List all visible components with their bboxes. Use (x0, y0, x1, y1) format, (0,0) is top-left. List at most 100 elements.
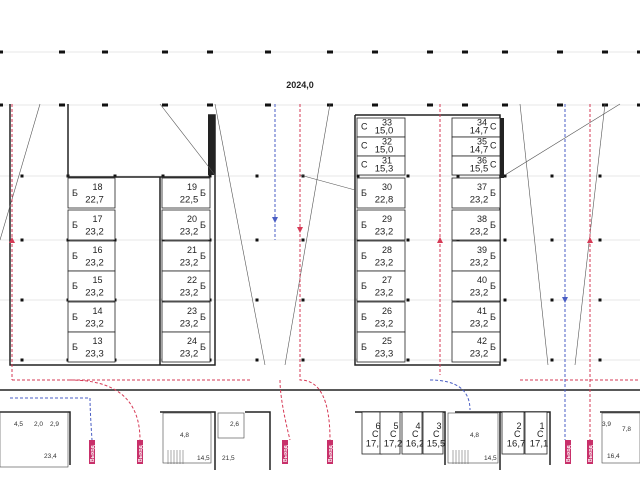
storage-area: 17,2 (384, 438, 403, 449)
storage-type: Б (361, 188, 367, 198)
storage-type: Б (72, 312, 78, 322)
storage-type: Б (72, 188, 78, 198)
traffic-routes (9, 104, 640, 441)
storage-cell-border (356, 270, 406, 302)
technical-room (601, 412, 640, 464)
storage-type: Б (200, 251, 206, 261)
ramp-line (299, 174, 356, 191)
column-marker (406, 174, 410, 178)
storage-cell-border (401, 411, 423, 455)
storage-area: 23,2 (85, 288, 104, 299)
storage-type: С (390, 429, 397, 439)
storage-type: С (490, 121, 497, 131)
column-marker (503, 358, 507, 362)
storage-area: 23,2 (180, 227, 199, 238)
storage-cell-border (161, 270, 211, 302)
storage-number: 2 (516, 421, 521, 431)
storage-area: 22,5 (180, 195, 199, 206)
column-marker (456, 174, 460, 178)
storage-cell-border (356, 155, 406, 176)
storage-cell: 517,2С (379, 411, 403, 455)
storage-area: 23,2 (375, 227, 394, 238)
wall-block (500, 118, 504, 178)
storage-units: 1822,7Б1723,2Б1623,2Б1523,2Б1423,2Б1323,… (67, 118, 548, 455)
storage-area: 23,2 (470, 195, 489, 206)
ramp-line (0, 103, 41, 241)
storage-type: С (361, 121, 368, 131)
column-marker (0, 103, 3, 107)
storage-area: 22,7 (85, 195, 104, 206)
storage-type: Б (72, 342, 78, 352)
technical-room (217, 412, 245, 439)
storage-cell-border (422, 411, 444, 455)
storage-type: Б (490, 188, 496, 198)
exit-marker: Выход (565, 440, 572, 464)
exit-marker: Выход (327, 440, 334, 464)
storage-area: 16,2 (406, 438, 425, 449)
storage-cell-border (161, 209, 211, 241)
storage-area: 23,3 (85, 349, 104, 360)
storage-number: 1 (539, 421, 544, 431)
room-area-label: 14,5 (484, 455, 497, 462)
room-area-label: 4,8 (470, 432, 479, 439)
storage-number: 36 (477, 156, 487, 166)
storage-cell-border (67, 209, 116, 241)
storage-type: Б (361, 220, 367, 230)
storage-number: 28 (382, 245, 392, 255)
exit-label: Выход (566, 444, 572, 462)
storage-area: 23,2 (375, 288, 394, 299)
column-marker (598, 298, 602, 302)
room-area-label: 16,4 (607, 453, 620, 460)
storage-area: 23,2 (180, 319, 199, 330)
ramp-line (159, 103, 216, 176)
storage-number: 42 (477, 336, 487, 346)
storage-type: Б (200, 220, 206, 230)
storage-number: 4 (415, 421, 420, 431)
column-marker (301, 238, 305, 242)
exit-marker-box (565, 440, 571, 464)
storage-number: 16 (92, 245, 102, 255)
storage-type: Б (200, 312, 206, 322)
wall-segment (0, 411, 71, 465)
storage-cell-border (67, 240, 116, 272)
exit-marker-box (89, 440, 95, 464)
storage-cell: 117,1С (524, 411, 548, 455)
storage-area: 23,2 (375, 319, 394, 330)
exit-marker: Выход (282, 440, 289, 464)
exit-marker: Выход (137, 440, 144, 464)
room-area-label: 21,5 (222, 455, 235, 462)
column-marker (427, 50, 433, 54)
storage-cell: 18 22,7 Б (67, 177, 116, 209)
storage-type: С (361, 159, 368, 169)
storage-type: Б (490, 342, 496, 352)
storage-area: 22,8 (375, 195, 394, 206)
column-marker (255, 174, 259, 178)
storage-number: 18 (92, 182, 102, 192)
storage-type: Б (490, 220, 496, 230)
column-marker (20, 238, 24, 242)
room-area-label: 4,8 (180, 432, 189, 439)
column-marker (550, 174, 554, 178)
column-marker (301, 298, 305, 302)
storage-type: Б (72, 281, 78, 291)
column-marker (550, 238, 554, 242)
storage-area: 17,2 (366, 438, 385, 449)
room-area-label: 3,9 (602, 421, 611, 428)
storage-cell-border (67, 301, 116, 333)
storage-number: 23 (187, 306, 197, 316)
storage-number: 39 (477, 245, 487, 255)
storage-number: 38 (477, 214, 487, 224)
storage-type: Б (72, 220, 78, 230)
exit-label: Выход (588, 444, 594, 462)
column-marker (602, 50, 608, 54)
